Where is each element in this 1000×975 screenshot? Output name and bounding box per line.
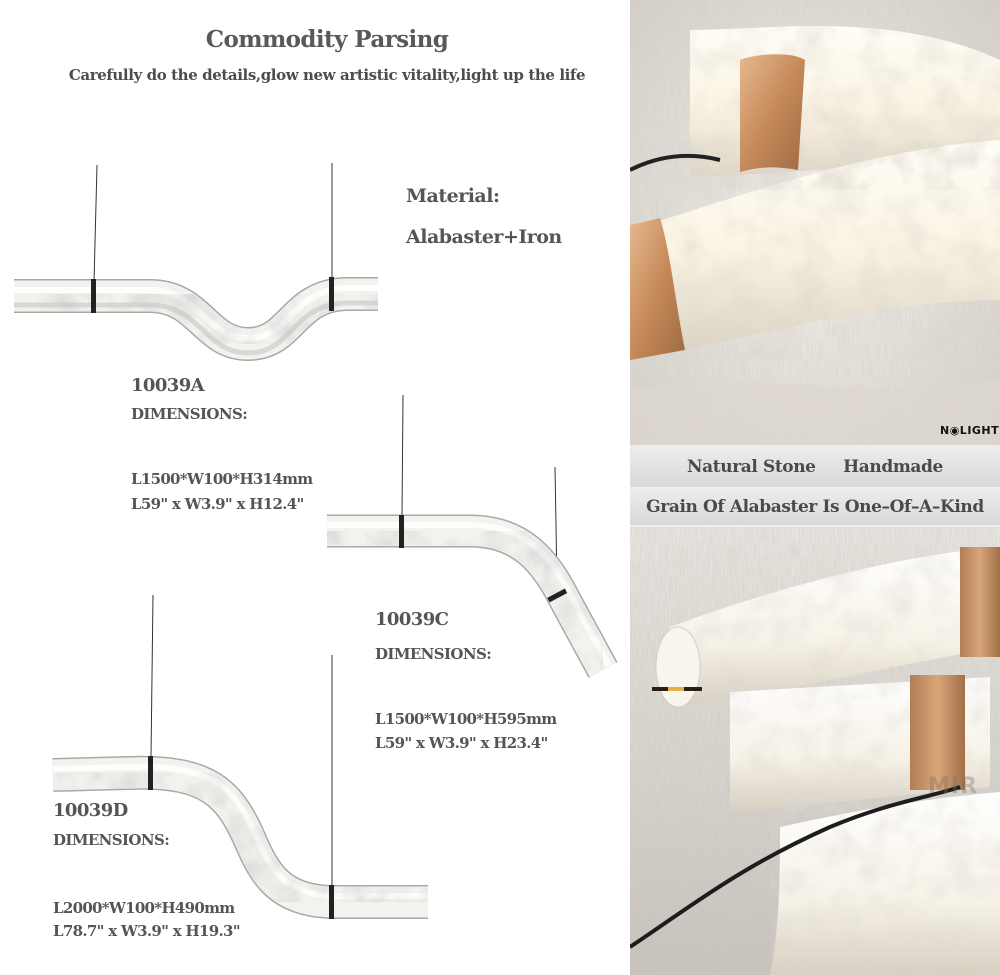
iron-ring (547, 588, 568, 603)
dimensions-label: DIMENSIONS: (375, 645, 492, 663)
lamp-10039d-illustration (52, 594, 428, 919)
dimensions-imperial: L78.7" x W3.9" x H19.3" (53, 922, 241, 940)
iron-ring (329, 885, 334, 919)
dimensions-label: DIMENSIONS: (53, 831, 170, 849)
dimensions-label: DIMENSIONS: (131, 405, 248, 423)
material-label: Material: (406, 185, 500, 207)
feature-band-stone-handmade: Natural Stone Handmade (630, 447, 1000, 487)
specifications-panel: Commodity Parsing Carefully do the detai… (14, 26, 618, 940)
iron-ring (148, 756, 153, 790)
feature-band-grain: Grain Of Alabaster Is One–Of–A–Kind (630, 489, 1000, 525)
suspension-wire (401, 394, 404, 518)
material-value: Alabaster+Iron (406, 226, 562, 248)
brand-logo: N◉LIGHT (940, 424, 1000, 437)
page-subtitle: Carefully do the details,glow new artist… (68, 66, 586, 84)
lamp-10039c-illustration (327, 394, 618, 678)
watermark: MIR (928, 774, 979, 799)
feature-handmade: Handmade (843, 457, 943, 477)
model-code-10039d: 10039D (53, 800, 128, 821)
model-code-10039c: 10039C (375, 609, 449, 630)
product-photo-bottom (630, 527, 1000, 975)
lamp-illustrations (14, 163, 618, 919)
photo-panel: N◉LIGHT Natural Stone Handmade Grain Of … (630, 0, 1000, 975)
suspension-wire (150, 594, 154, 758)
dimensions-imperial: L59" x W3.9" x H12.4" (131, 495, 304, 513)
iron-ring (329, 277, 334, 311)
feature-natural-stone: Natural Stone (687, 457, 816, 477)
dimensions-metric: L1500*W100*H314mm (131, 470, 313, 488)
dimensions-metric: L1500*W100*H595mm (375, 710, 557, 728)
page-title: Commodity Parsing (205, 26, 449, 53)
iron-ring (91, 279, 96, 313)
dimensions-metric: L2000*W100*H490mm (53, 899, 235, 917)
iron-ring (399, 515, 404, 548)
product-photo-top (630, 0, 1000, 445)
dimensions-imperial: L59" x W3.9" x H23.4" (375, 734, 548, 752)
suspension-wire (93, 164, 98, 283)
lamp-10039a-illustration (14, 163, 378, 362)
model-code-10039a: 10039A (131, 375, 205, 396)
